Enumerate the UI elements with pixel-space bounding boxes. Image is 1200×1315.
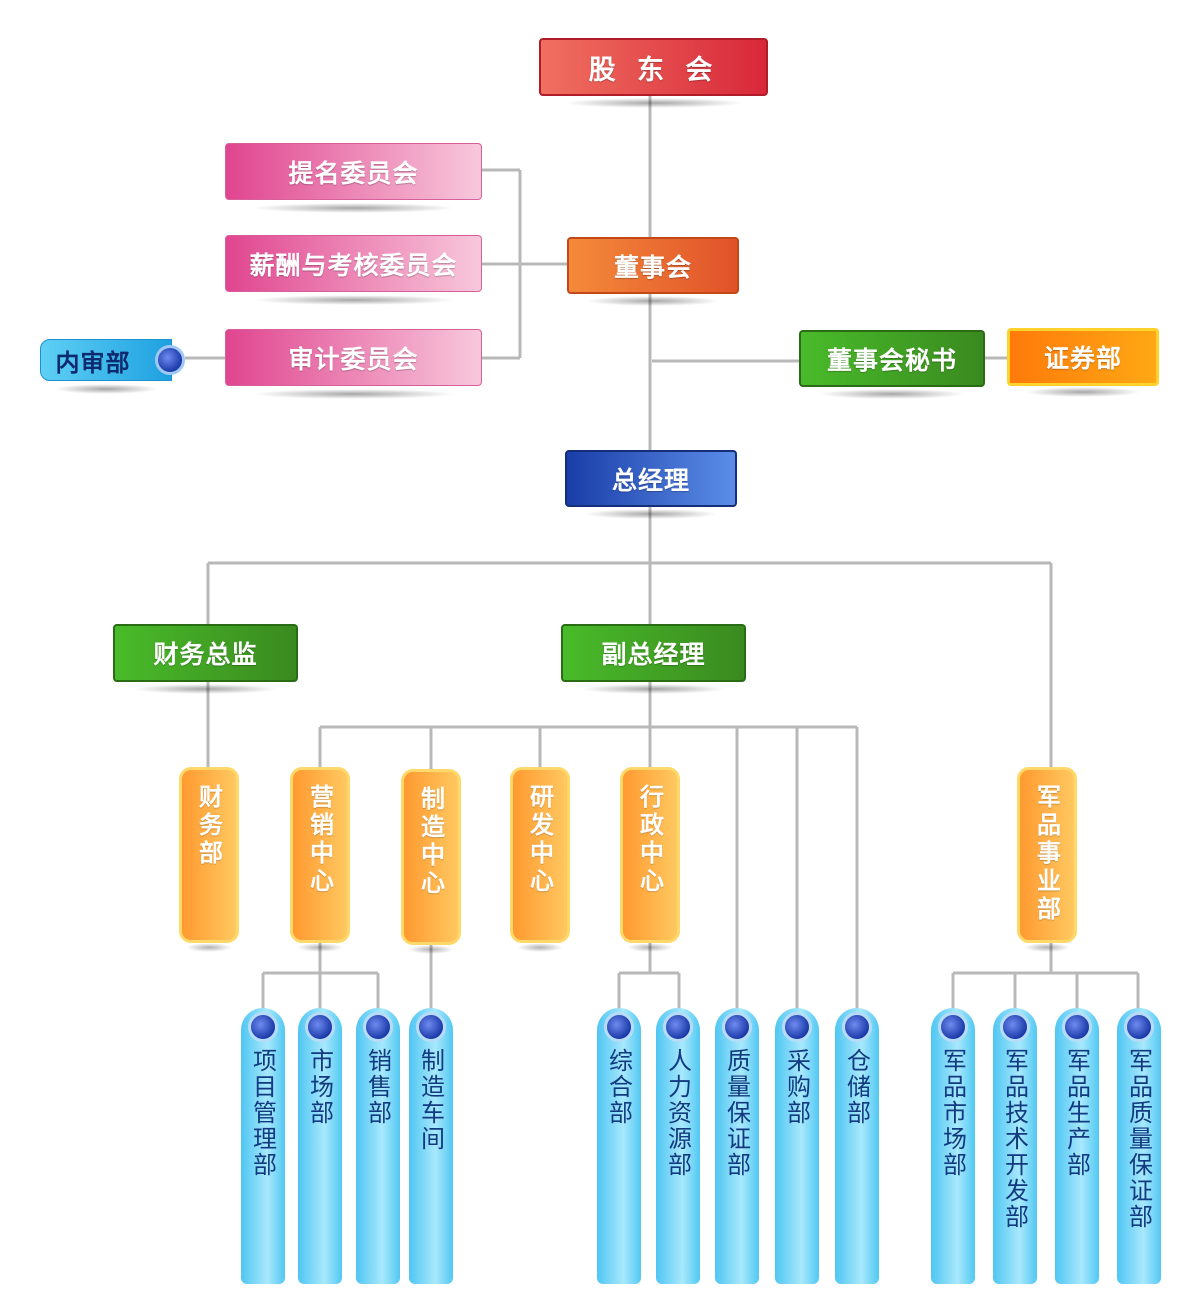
- shareholders-box: 股 东 会: [539, 38, 768, 108]
- admin-center-box: 行政中心: [620, 767, 680, 952]
- mil-tech-dept-label: 军品技术开发部: [1000, 1048, 1029, 1230]
- tube-cap-icon: [663, 1012, 693, 1042]
- board-label: 董事会: [613, 252, 692, 282]
- purchasing-dept-label: 采购部: [782, 1048, 811, 1126]
- audit-committee-label: 审计委员会: [288, 344, 419, 374]
- gm-box: 总经理: [565, 450, 737, 519]
- general-dept-label: 综合部: [604, 1048, 633, 1126]
- military-division-box: 军品事业部: [1017, 767, 1077, 952]
- hr-dept: 人力资源部: [656, 1008, 700, 1284]
- workshop-dept: 制造车间: [409, 1008, 453, 1284]
- rnd-center-box: 研发中心: [510, 767, 570, 952]
- gm-label: 总经理: [611, 465, 690, 495]
- general-dept: 综合部: [597, 1008, 641, 1284]
- tube-cap-icon: [782, 1012, 812, 1042]
- securities-label: 证券部: [1043, 344, 1122, 373]
- marketing-center-label: 营销中心: [305, 784, 334, 896]
- military-division-label: 军品事业部: [1032, 784, 1061, 924]
- tube-cap-icon: [305, 1012, 335, 1042]
- workshop-dept-label: 制造车间: [416, 1048, 445, 1152]
- deputy-gm-box: 副总经理: [561, 624, 746, 694]
- tube-cap-icon: [1000, 1012, 1030, 1042]
- tube-cap-icon: [1124, 1012, 1154, 1042]
- cfo-box: 财务总监: [113, 624, 298, 694]
- sales-dept-label: 销售部: [363, 1048, 392, 1126]
- hr-dept-label: 人力资源部: [663, 1048, 692, 1178]
- project-mgmt-dept-label: 项目管理部: [248, 1048, 277, 1178]
- mil-market-dept-label: 军品市场部: [938, 1048, 967, 1178]
- board-secretary-label: 董事会秘书: [826, 345, 957, 375]
- mil-production-dept-label: 军品生产部: [1062, 1048, 1091, 1178]
- mil-qa-dept: 军品质量保证部: [1117, 1008, 1161, 1284]
- tube-cap-icon: [1062, 1012, 1092, 1042]
- tube-cap-icon: [938, 1012, 968, 1042]
- market-dept: 市场部: [298, 1008, 342, 1284]
- purchasing-dept: 采购部: [775, 1008, 819, 1284]
- qa-dept-label: 质量保证部: [722, 1048, 751, 1178]
- manufacturing-center-box: 制造中心: [401, 769, 461, 954]
- shareholders-label: 股 东 会: [588, 54, 719, 86]
- market-dept-label: 市场部: [305, 1048, 334, 1126]
- tube-cap-icon: [722, 1012, 752, 1042]
- internal-audit-label: 内审部: [55, 348, 131, 377]
- audit-committee-box: 审计委员会: [225, 329, 482, 399]
- tube-cap-icon: [363, 1012, 393, 1042]
- compensation-committee-label: 薪酬与考核委员会: [249, 250, 458, 280]
- board-secretary-box: 董事会秘书: [799, 330, 985, 399]
- manufacturing-center-label: 制造中心: [416, 786, 445, 898]
- project-mgmt-dept: 项目管理部: [241, 1008, 285, 1284]
- mil-market-dept: 军品市场部: [931, 1008, 975, 1284]
- qa-dept: 质量保证部: [715, 1008, 759, 1284]
- rnd-center-label: 研发中心: [525, 784, 554, 896]
- deputy-gm-label: 副总经理: [601, 640, 706, 669]
- tube-cap-icon: [248, 1012, 278, 1042]
- nomination-committee-box: 提名委员会: [225, 143, 482, 213]
- finance-dept-label: 财务部: [194, 784, 223, 868]
- mil-production-dept: 军品生产部: [1055, 1008, 1099, 1284]
- warehouse-dept: 仓储部: [835, 1008, 879, 1284]
- sales-dept: 销售部: [356, 1008, 400, 1284]
- tube-cap-icon: [416, 1012, 446, 1042]
- connector-knob-icon: [155, 345, 185, 375]
- tube-cap-icon: [842, 1012, 872, 1042]
- mil-tech-dept: 军品技术开发部: [993, 1008, 1037, 1284]
- cfo-label: 财务总监: [153, 640, 258, 669]
- admin-center-label: 行政中心: [635, 784, 664, 896]
- nomination-committee-label: 提名委员会: [288, 158, 419, 188]
- securities-box: 证券部: [1007, 328, 1159, 397]
- internal-audit-box: 内审部: [40, 339, 185, 394]
- marketing-center-box: 营销中心: [290, 767, 350, 952]
- board-box: 董事会: [567, 237, 739, 306]
- compensation-committee-box: 薪酬与考核委员会: [225, 235, 482, 305]
- mil-qa-dept-label: 军品质量保证部: [1124, 1048, 1153, 1230]
- finance-dept-box: 财务部: [179, 767, 239, 952]
- tube-cap-icon: [604, 1012, 634, 1042]
- warehouse-dept-label: 仓储部: [842, 1048, 871, 1126]
